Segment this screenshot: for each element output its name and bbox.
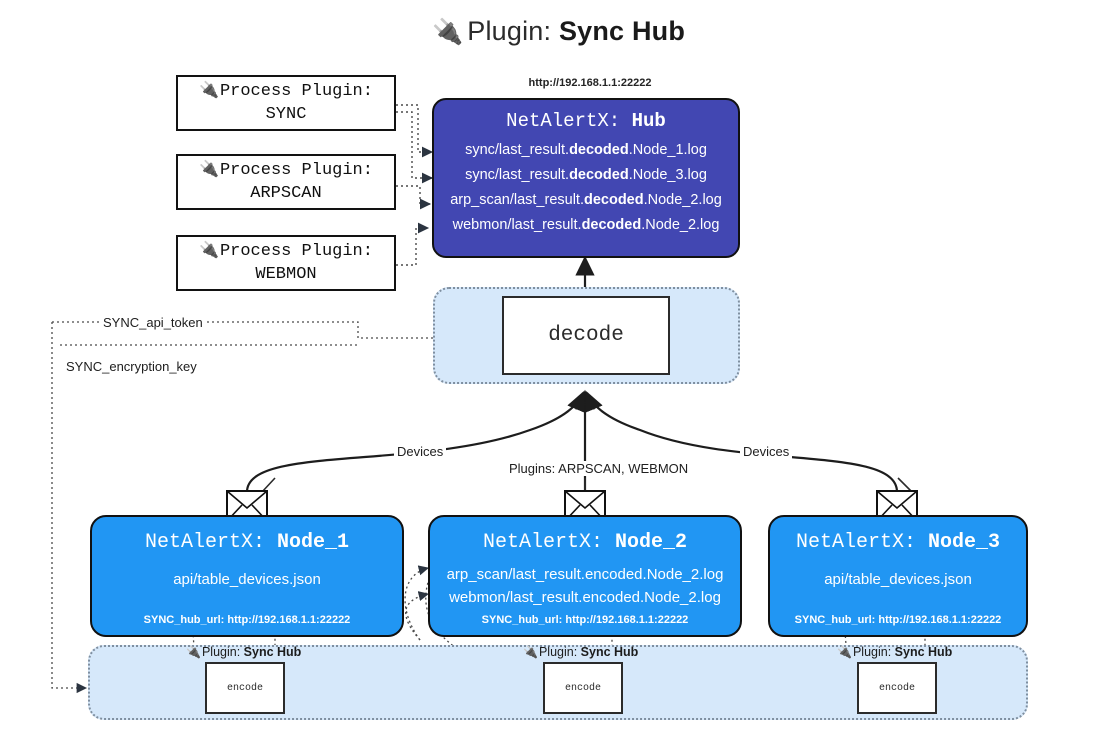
process-plugin-webmon-line1: 🔌Process Plugin:	[199, 240, 373, 262]
process-plugin-sync-name: SYNC	[265, 105, 307, 124]
devices-left-label: Devices	[394, 444, 447, 459]
node-footer: SYNC_hub_url: http://192.168.1.1:22222	[481, 614, 689, 626]
node-box-node-3[interactable]: NetAlertX: Node_3 api/table_devices.json…	[768, 515, 1028, 637]
node-box-node-2[interactable]: NetAlertX: Node_2 arp_scan/last_result.e…	[428, 515, 742, 637]
plug-icon: 🔌	[199, 240, 219, 260]
node-title: NetAlertX: Node_3	[795, 531, 1001, 554]
encoder-plugin-label-1: 🔌Plugin: Sync Hub	[186, 645, 302, 659]
node-footer: SYNC_hub_url: http://192.168.1.1:22222	[794, 614, 1002, 626]
hub-node[interactable]: NetAlertX: Hub sync/last_result.decoded.…	[432, 98, 740, 258]
plug-icon: 🔌	[199, 159, 219, 179]
process-plugin-sync-line1: 🔌Process Plugin:	[199, 80, 373, 102]
encoder-plugin-label-3: 🔌Plugin: Sync Hub	[837, 645, 953, 659]
hub-log-line: webmon/last_result.decoded.Node_2.log	[452, 216, 720, 233]
process-plugin-arpscan-name: ARPSCAN	[250, 184, 322, 203]
node-line: webmon/last_result.encoded.Node_2.log	[449, 589, 721, 607]
node-line: arp_scan/last_result.encoded.Node_2.log	[446, 566, 724, 583]
devices-right-label: Devices	[740, 444, 793, 459]
node-box-node-1[interactable]: NetAlertX: Node_1 api/table_devices.json…	[90, 515, 404, 637]
process-plugin-arpscan-line1: 🔌Process Plugin:	[199, 159, 373, 181]
plug-icon: 🔌	[186, 645, 201, 659]
encode-box-2[interactable]: encode	[543, 662, 623, 714]
page-title: 🔌Plugin: Sync Hub	[0, 16, 1117, 47]
hub-log-line: sync/last_result.decoded.Node_1.log	[465, 142, 707, 158]
hub-title: NetAlertX: Hub	[506, 110, 666, 132]
sync-encryption-key-label: SYNC_encryption_key	[63, 359, 200, 374]
process-plugin-arpscan[interactable]: 🔌Process Plugin: ARPSCAN	[176, 154, 396, 210]
process-plugin-webmon-name: WEBMON	[255, 265, 317, 284]
node-title: NetAlertX: Node_1	[144, 531, 350, 554]
plug-icon: 🔌	[199, 80, 219, 100]
node-footer: SYNC_hub_url: http://192.168.1.1:22222	[143, 614, 351, 626]
node-line: api/table_devices.json	[824, 571, 972, 588]
page-title-name: Sync Hub	[558, 16, 686, 46]
plug-icon: 🔌	[523, 645, 538, 659]
plug-icon: 🔌	[837, 645, 852, 659]
process-plugin-webmon[interactable]: 🔌Process Plugin: WEBMON	[176, 235, 396, 291]
sync-api-token-label: SYNC_api_token	[100, 315, 206, 330]
decode-box[interactable]: decode	[502, 296, 670, 375]
page-title-prefix: Plugin:	[467, 16, 552, 46]
hub-url-label: http://192.168.1.1:22222	[528, 77, 652, 89]
process-plugin-sync[interactable]: 🔌Process Plugin: SYNC	[176, 75, 396, 131]
plugins-center-label: Plugins: ARPSCAN, WEBMON	[506, 461, 692, 476]
encode-box-3[interactable]: encode	[857, 662, 937, 714]
encode-box-1[interactable]: encode	[205, 662, 285, 714]
node-title: NetAlertX: Node_2	[482, 531, 688, 554]
hub-log-line: arp_scan/last_result.decoded.Node_2.log	[450, 191, 722, 208]
plug-icon: 🔌	[431, 18, 464, 46]
encoder-plugin-label-2: 🔌Plugin: Sync Hub	[523, 645, 639, 659]
node-line: api/table_devices.json	[173, 571, 321, 588]
hub-log-line: sync/last_result.decoded.Node_3.log	[465, 166, 707, 183]
